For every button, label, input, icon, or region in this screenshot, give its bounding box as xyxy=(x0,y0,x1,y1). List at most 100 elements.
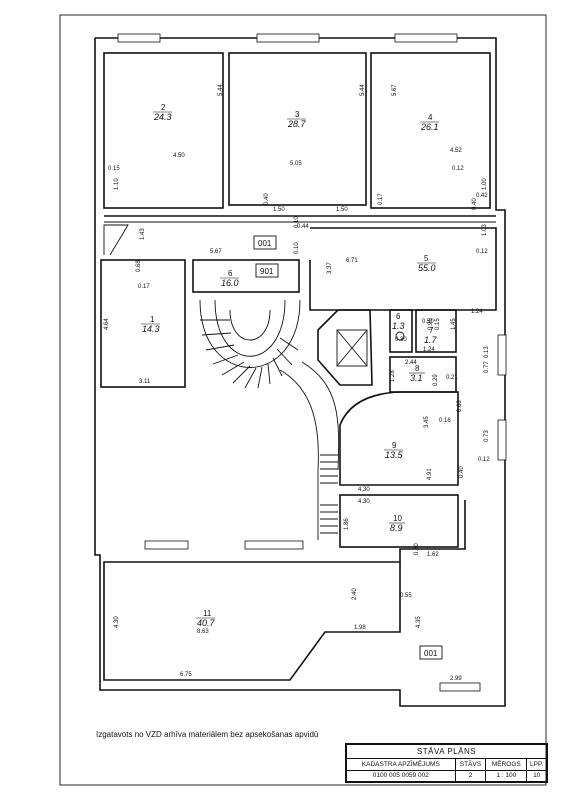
svg-text:2: 2 xyxy=(161,103,166,112)
window xyxy=(394,33,458,43)
floor-header: STĀVS xyxy=(454,758,487,771)
svg-text:3.11: 3.11 xyxy=(139,379,151,385)
svg-text:4.50: 4.50 xyxy=(173,153,185,159)
svg-text:5.05: 5.05 xyxy=(290,161,302,167)
room-1-entry xyxy=(103,224,129,256)
svg-text:10: 10 xyxy=(393,514,402,523)
svg-text:0.30: 0.30 xyxy=(414,543,420,555)
svg-text:1.28: 1.28 xyxy=(390,370,396,382)
scale-value: 1 : 100 xyxy=(485,769,528,783)
lift-cross xyxy=(336,329,368,367)
page-header: LPP. xyxy=(526,758,547,771)
svg-text:1.3: 1.3 xyxy=(392,321,405,331)
cadastre-value: 0100 005 0059 002 xyxy=(346,769,456,783)
svg-text:1: 1 xyxy=(150,315,155,324)
svg-text:6: 6 xyxy=(396,312,401,321)
page-value: 10 xyxy=(526,769,547,783)
room-7-walls xyxy=(415,309,457,353)
svg-text:0.40: 0.40 xyxy=(264,193,270,205)
room-label-10: 10 8.9 xyxy=(389,514,405,533)
window xyxy=(244,540,304,550)
svg-text:0.73: 0.73 xyxy=(484,430,490,442)
svg-text:0.12: 0.12 xyxy=(478,457,490,463)
svg-text:0.10: 0.10 xyxy=(294,216,300,228)
svg-text:1.24: 1.24 xyxy=(471,309,483,315)
svg-text:0.10: 0.10 xyxy=(294,242,300,254)
room-label-7: 7 1.7 xyxy=(424,326,438,345)
svg-text:11: 11 xyxy=(203,609,212,618)
svg-text:1.00: 1.00 xyxy=(482,178,488,190)
room-6-walls xyxy=(192,259,300,293)
svg-text:0.68: 0.68 xyxy=(136,260,142,272)
room-label-3: 3 28.7 xyxy=(287,110,307,129)
svg-text:2.99: 2.99 xyxy=(450,676,462,682)
svg-text:28.7: 28.7 xyxy=(287,119,307,129)
room-2-walls xyxy=(103,52,224,209)
svg-text:40.7: 40.7 xyxy=(197,618,216,628)
curved-corridor xyxy=(279,361,340,540)
svg-text:4.52: 4.52 xyxy=(450,148,462,154)
room-label-8: 8 3.1 xyxy=(409,364,425,383)
svg-text:1.62: 1.62 xyxy=(427,552,439,558)
svg-text:55.0: 55.0 xyxy=(418,263,436,273)
svg-text:0.68: 0.68 xyxy=(457,400,463,412)
svg-text:5.67: 5.67 xyxy=(210,249,222,255)
svg-text:5: 5 xyxy=(424,254,429,263)
svg-text:001: 001 xyxy=(424,649,438,658)
room-label-6: 6 16.0 xyxy=(220,269,239,288)
room-label-1: 1 14.3 xyxy=(141,315,160,334)
room-3-walls xyxy=(228,52,367,206)
svg-text:3.1: 3.1 xyxy=(410,373,423,383)
apartment-tag: 901 xyxy=(255,263,279,278)
cadastre-header: KADASTRA APZĪMĒJUMS xyxy=(346,758,456,771)
room-10-walls xyxy=(339,494,459,548)
floor-value: 2 xyxy=(454,769,487,783)
svg-text:1.98: 1.98 xyxy=(354,625,366,631)
svg-text:9: 9 xyxy=(392,441,397,450)
room-5-walls xyxy=(309,227,497,311)
svg-text:0.50: 0.50 xyxy=(422,319,434,325)
svg-text:0.40: 0.40 xyxy=(472,198,478,210)
svg-text:0.44: 0.44 xyxy=(297,224,309,230)
svg-text:26.1: 26.1 xyxy=(420,122,439,132)
svg-text:1.45: 1.45 xyxy=(451,318,457,330)
svg-text:8.63: 8.63 xyxy=(197,629,209,635)
svg-text:0.17: 0.17 xyxy=(138,284,150,290)
lift-car xyxy=(336,329,368,367)
window xyxy=(256,33,320,43)
svg-text:4.30: 4.30 xyxy=(114,616,120,628)
svg-text:1.50: 1.50 xyxy=(273,207,285,213)
svg-text:4.30: 4.30 xyxy=(358,487,370,493)
room-label-5: 5 55.0 xyxy=(417,254,436,273)
svg-text:3.45: 3.45 xyxy=(424,416,430,428)
svg-text:0.77: 0.77 xyxy=(484,361,490,373)
svg-text:0.95: 0.95 xyxy=(428,318,434,330)
svg-text:5.67: 5.67 xyxy=(392,84,398,96)
svg-text:1.86: 1.86 xyxy=(344,518,350,530)
apartment-tag: 001 xyxy=(253,235,277,250)
room-1-walls xyxy=(100,259,186,388)
svg-text:16.0: 16.0 xyxy=(221,278,239,288)
window xyxy=(497,419,507,461)
building-outline xyxy=(94,37,506,707)
svg-text:901: 901 xyxy=(260,267,274,276)
svg-text:2.44: 2.44 xyxy=(405,360,417,366)
svg-text:13.5: 13.5 xyxy=(385,450,404,460)
room-11-corridor xyxy=(399,500,466,562)
stair-treads xyxy=(200,319,299,389)
svg-text:8: 8 xyxy=(415,364,420,373)
svg-text:0.15: 0.15 xyxy=(435,318,441,330)
svg-text:0.17: 0.17 xyxy=(378,193,384,205)
room-label-11: 11 40.7 xyxy=(196,609,216,628)
svg-text:001: 001 xyxy=(258,239,272,248)
svg-text:4.91: 4.91 xyxy=(427,468,433,480)
toilet-fixture xyxy=(395,331,405,341)
svg-text:24.3: 24.3 xyxy=(153,112,172,122)
svg-text:4.30: 4.30 xyxy=(358,499,370,505)
source-note: Izgatavots no VZD arhīva materiālem bez … xyxy=(96,730,319,739)
svg-text:6.71: 6.71 xyxy=(346,258,358,264)
room-9-walls xyxy=(339,391,459,486)
svg-text:0.21: 0.21 xyxy=(446,375,458,381)
svg-text:4: 4 xyxy=(428,113,433,122)
svg-text:3: 3 xyxy=(295,110,300,119)
